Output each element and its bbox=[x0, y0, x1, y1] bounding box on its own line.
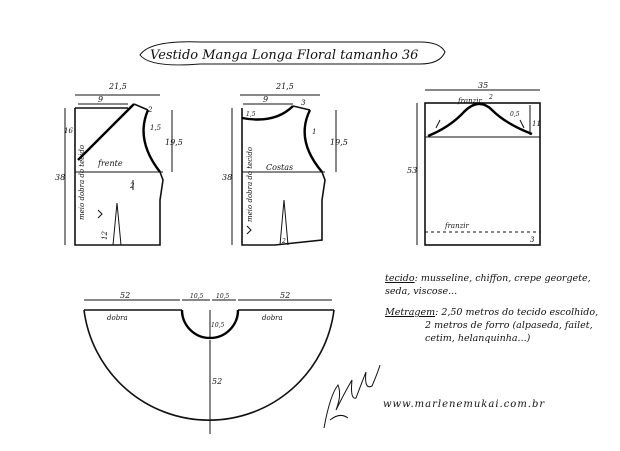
skirt-waist-right-label: 10,5 bbox=[216, 293, 230, 300]
back-pattern-piece: 21,5 9 1,5 3 1 19,5 38 Costas meio dobra… bbox=[222, 82, 348, 246]
skirt-left-width-label: 52 bbox=[120, 291, 130, 300]
back-piece-label: Costas bbox=[266, 163, 293, 172]
front-dart-label: 12 bbox=[101, 231, 109, 240]
front-armhole-label: 1,5 bbox=[150, 124, 162, 132]
yardage-label: Metragem bbox=[385, 307, 436, 318]
back-dart-width-label: 2 bbox=[281, 238, 286, 245]
front-piece-label: frente bbox=[97, 159, 123, 168]
skirt-right-width-label: 52 bbox=[280, 291, 290, 300]
sleeve-width-label: 35 bbox=[478, 81, 488, 90]
yardage-line1: 2,50 metros do tecido escolhido, bbox=[441, 307, 599, 318]
front-neck-depth-label: 16 bbox=[64, 127, 73, 135]
back-neck-width-label: 9 bbox=[263, 95, 268, 104]
back-length-label: 38 bbox=[222, 173, 232, 182]
front-shoulder-drop-label: 2 bbox=[147, 106, 153, 114]
website-url: www.marlenemukai.com.br bbox=[383, 399, 546, 410]
back-shoulder-drop-label: 3 bbox=[301, 99, 306, 107]
page-title: Vestido Manga Longa Floral tamanho 36 bbox=[150, 48, 418, 63]
front-armhole-depth-label: 19,5 bbox=[165, 138, 183, 147]
sleeve-pattern-piece: 35 franzir 2 0,5 11 53 franzir 3 bbox=[407, 81, 541, 246]
skirt-waist-left-label: 10,5 bbox=[190, 293, 204, 300]
fabric-label: tecido bbox=[385, 273, 415, 284]
front-pattern-piece: 21,5 9 16 2 1,5 19,5 38 frente meio dobr… bbox=[55, 82, 183, 246]
front-fold-label: meio dobra do tecido bbox=[78, 145, 86, 220]
sleeve-cap-measure-label: 0,5 bbox=[510, 111, 520, 118]
sleeve-hem-label: franzir bbox=[444, 222, 470, 230]
sleeve-cap-height-label: 11 bbox=[532, 120, 541, 128]
back-width-label: 21,5 bbox=[275, 82, 294, 91]
sleeve-side-label: 2 bbox=[488, 94, 493, 101]
sleeve-length-label: 53 bbox=[407, 166, 417, 175]
materials-notes: tecido: musseline, chiffon, crepe george… bbox=[385, 272, 617, 345]
skirt-right-fold-label: dobra bbox=[262, 314, 283, 322]
back-armhole-depth-label: 19,5 bbox=[330, 138, 348, 147]
fabric-text: musseline, chiffon, crepe georgete, seda… bbox=[385, 273, 591, 297]
skirt-waist-depth-label: 10,5 bbox=[211, 322, 225, 329]
back-armhole-label: 1 bbox=[312, 128, 316, 136]
sleeve-hem-depth-label: 3 bbox=[530, 236, 535, 244]
front-width-label: 21,5 bbox=[108, 82, 127, 91]
skirt-length-label: 52 bbox=[212, 377, 222, 386]
back-neck-depth-label: 1,5 bbox=[246, 111, 256, 118]
back-fold-label: meio dobra do tecido bbox=[246, 147, 254, 222]
skirt-left-fold-label: dobra bbox=[107, 314, 128, 322]
front-dart-width-label: 2 bbox=[129, 182, 135, 190]
skirt-pattern-piece: 52 10,5 10,5 52 dobra dobra 10,5 52 bbox=[83, 291, 335, 434]
yardage-line2: 2 metros de forro (alpaseda, failet, cet… bbox=[425, 320, 593, 344]
title-banner: Vestido Manga Longa Floral tamanho 36 bbox=[139, 41, 446, 66]
front-length-label: 38 bbox=[55, 173, 65, 182]
signature bbox=[323, 364, 381, 429]
front-neck-width-label: 9 bbox=[98, 95, 103, 104]
sleeve-cap-label: franzir bbox=[457, 97, 483, 105]
